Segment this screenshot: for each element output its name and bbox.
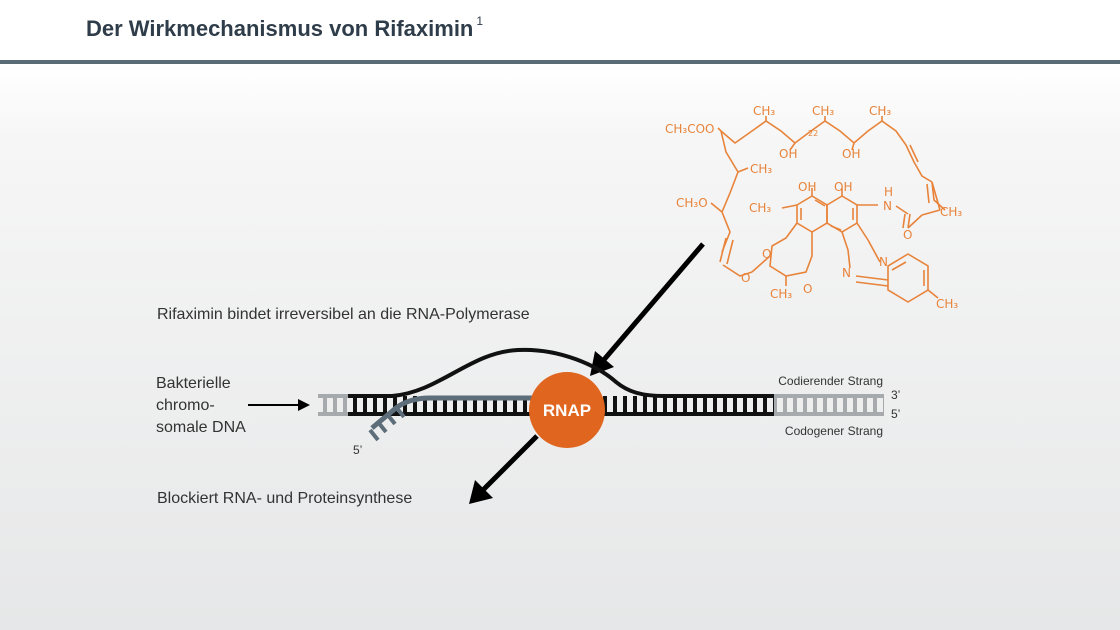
blocking-arrow xyxy=(469,434,539,504)
coding-strand xyxy=(348,347,774,398)
nascent-rna xyxy=(368,395,540,442)
methyl-label: CH₃ xyxy=(869,104,891,118)
dna-rungs-right-grey xyxy=(774,396,884,414)
dna-label-line-2: chromo- xyxy=(156,397,215,414)
dna-label-line-3: somale DNA xyxy=(156,419,246,436)
methyl-label: CH₃ xyxy=(770,287,792,301)
hydroxyl-label: OH xyxy=(779,147,797,161)
methyl-label: CH₃ xyxy=(812,104,834,118)
dna-rungs-left-grey xyxy=(318,396,348,414)
rnap-label: RNAP xyxy=(543,401,591,420)
amide-nitrogen-label: N xyxy=(883,199,892,213)
position-label: 22 xyxy=(808,129,818,138)
five-prime-end-label: 5’ xyxy=(891,407,900,421)
methyl-label: CH₃ xyxy=(940,205,962,219)
hydroxyl-label: OH xyxy=(798,180,816,194)
acetate-label: CH₃COO xyxy=(665,122,714,136)
three-prime-end-label: 3’ xyxy=(891,388,900,402)
methyl-label: CH₃ xyxy=(750,162,772,176)
dna-pointer-arrow xyxy=(248,399,310,411)
carbonyl-oxygen-label: O xyxy=(903,228,912,242)
binding-arrow xyxy=(590,242,705,376)
rna-five-prime-label: 5’ xyxy=(353,443,362,457)
ansa-bonds xyxy=(710,116,946,277)
methyl-label: CH₃ xyxy=(749,201,771,215)
hydroxyl-label: OH xyxy=(834,180,852,194)
footnote-marker: 1 xyxy=(476,14,484,28)
methyl-label: CH₃ xyxy=(753,104,775,118)
page-title-text: Der Wirkmechanismus von Rifaximin xyxy=(86,16,474,41)
bridge-oxygen-label: O xyxy=(803,282,812,296)
imine-nitrogen-label: N xyxy=(842,266,851,280)
coding-strand-label: Codierender Strang xyxy=(778,374,883,388)
header-divider xyxy=(0,60,1120,64)
binding-caption: Rifaximin bindet irreversibel an die RNA… xyxy=(157,306,530,323)
methoxy-label: CH₃O xyxy=(676,196,708,210)
block-caption: Blockiert RNA- und Proteinsynthese xyxy=(157,490,412,507)
molecule-labels: CH₃ CH₃ CH₃ 22 CH₃COO OH OH CH₃ OH OH H … xyxy=(665,104,962,311)
rifaximin-structure: CH₃ CH₃ CH₃ 22 CH₃COO OH OH CH₃ OH OH H … xyxy=(665,104,962,311)
pyridine-nitrogen-label: N xyxy=(879,255,888,269)
hydroxyl-label: OH xyxy=(842,147,860,161)
naphthalene-core-bonds xyxy=(751,188,939,303)
ring-oxygen-label: O xyxy=(762,247,771,261)
rna-polymerase xyxy=(529,372,605,448)
ether-oxygen-label: O xyxy=(741,271,750,285)
dna-label-line-1: Bakterielle xyxy=(156,375,231,392)
methyl-label: CH₃ xyxy=(936,297,958,311)
template-strand-label: Codogener Strang xyxy=(785,424,883,438)
hydrogen-label: H xyxy=(884,185,893,199)
